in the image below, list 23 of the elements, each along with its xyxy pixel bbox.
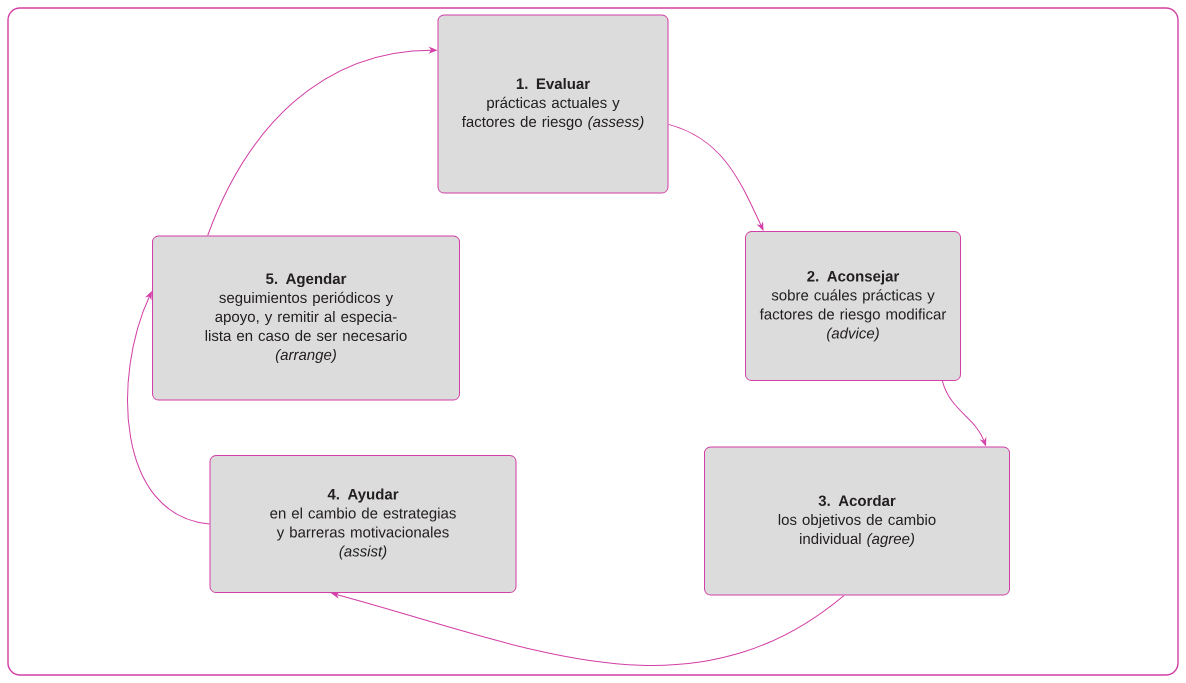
- step-description: los objetivos de cambio individual (agree): [778, 514, 936, 547]
- step-title: 3. Acordar: [818, 495, 896, 507]
- step-box: [152, 235, 460, 401]
- arrow: [127, 291, 210, 525]
- step-title: 2. Aconsejar: [807, 270, 900, 285]
- step-description: prácticas actuales y factores de riesgo (assess): [461, 96, 644, 130]
- step-description: en el cambio de estrategias y barreras motivacionales: [270, 507, 456, 541]
- step-box: [745, 231, 961, 381]
- step-box: [437, 14, 669, 194]
- step-keyword: (assist): [339, 545, 387, 560]
- step-keyword: (advice): [827, 327, 879, 342]
- arrow: [207, 47, 437, 236]
- arrow: [331, 592, 845, 666]
- step-title: 4. Ayudar: [327, 488, 399, 503]
- step-box: [209, 455, 517, 593]
- arrow: [941, 380, 987, 446]
- arrow: [668, 123, 764, 231]
- step-keyword: (arrange): [275, 349, 336, 363]
- step-title: 5. Agendar: [266, 273, 347, 288]
- step-box: [704, 446, 1010, 596]
- step-description: sobre cuáles prácticas y factores de riesgo modificar: [759, 289, 947, 323]
- step-description: seguimientos periódicos y apoyo, y remitir al especia-lista en caso de ser necesario: [205, 291, 407, 341]
- step-title: 1. Evaluar: [516, 78, 590, 89]
